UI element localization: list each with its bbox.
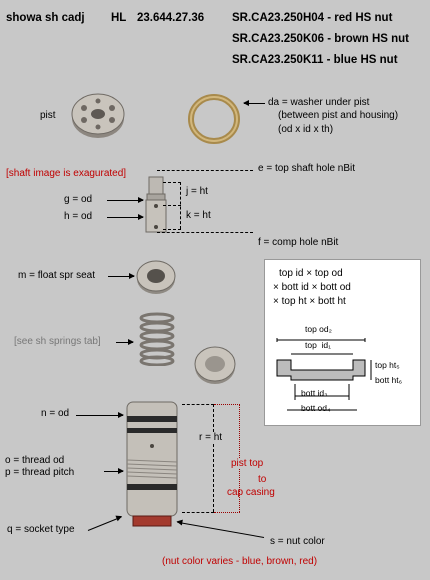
spring-arrow	[116, 339, 134, 345]
k-bottom-tick	[163, 229, 181, 230]
da-arrow	[243, 100, 265, 106]
hl-label: HL	[111, 12, 127, 24]
springs-note: [see sh springs tab]	[14, 336, 101, 347]
r-dim-line	[213, 404, 214, 512]
s-label: s = nut color	[270, 536, 325, 547]
s-arrow	[177, 521, 265, 538]
seat-dimension-inset: top id × top od × bott id × bott od × to…	[264, 259, 421, 426]
inset-line-2: × bott id × bott od	[273, 282, 351, 293]
o-label: o = thread od	[5, 455, 65, 466]
bott-ht-label: bott ht₆	[375, 375, 403, 385]
pist-top-label: pist top	[231, 458, 264, 469]
part-number-brown: SR.CA23.250K06 - brown HS nut	[232, 33, 410, 45]
hl-code: 23.644.27.36	[137, 12, 205, 24]
exaggerated-note: [shaft image is exagurated]	[6, 168, 127, 179]
r-label: r = ht	[199, 432, 223, 443]
p-label: p = thread pitch	[5, 467, 75, 478]
g-label: g = od	[64, 194, 93, 205]
part-number-blue: SR.CA23.250K11 - blue HS nut	[232, 54, 398, 66]
n-arrow	[76, 412, 124, 418]
title: showa sh cadj	[6, 12, 85, 24]
pist-top-bottom-tick	[214, 512, 240, 513]
washer-image	[188, 94, 240, 144]
nut-color-note: (nut color varies - blue, brown, red)	[162, 556, 318, 567]
da-label-2: (between pist and housing)	[278, 110, 399, 121]
f-label: f = comp hole nBit	[258, 237, 339, 248]
f-leader	[157, 232, 253, 233]
top-ht-label: top ht₅	[375, 360, 400, 370]
cap-casing-label: cap casing	[227, 487, 275, 498]
spring-image	[139, 312, 175, 366]
m-arrow	[108, 273, 135, 279]
housing-image	[126, 401, 178, 527]
n-label: n = od	[41, 408, 70, 419]
to-label: to	[258, 474, 267, 485]
da-label-3: (od x id x th)	[278, 124, 334, 135]
r-bottom-tick	[182, 512, 214, 513]
j-label: j = ht	[186, 186, 208, 197]
g-arrow	[107, 197, 144, 203]
seat-second-view-image	[194, 346, 236, 384]
inset-line-3: × top ht × bott ht	[273, 296, 346, 307]
j-top-tick	[163, 182, 181, 183]
float-seat-image	[136, 260, 176, 294]
inset-line-1: top id × top od	[279, 268, 343, 279]
q-label: q = socket type	[7, 524, 75, 535]
piston-image	[71, 93, 125, 138]
pist-label: pist	[40, 110, 56, 121]
q-arrow	[87, 516, 122, 531]
part-number-red: SR.CA23.250H04 - red HS nut	[232, 12, 393, 24]
op-arrow	[104, 468, 124, 474]
h-label: h = od	[64, 211, 93, 222]
top-id-label: top id₁	[305, 340, 332, 350]
seat-cross-section	[276, 338, 372, 411]
top-od-label: top od₂	[305, 324, 332, 334]
k-label: k = ht	[186, 210, 211, 221]
r-top-tick	[182, 404, 214, 405]
jk-mid-tick	[163, 205, 181, 206]
bott-od-label: bott od₄	[301, 403, 331, 413]
da-label: da = washer under pist	[268, 97, 370, 108]
e-leader	[157, 170, 253, 171]
m-label: m = float spr seat	[18, 270, 95, 281]
h-arrow	[107, 214, 144, 220]
pist-top-top-tick	[214, 404, 240, 405]
bott-id-label: bott id₃	[301, 388, 328, 398]
shaft-image	[145, 176, 167, 233]
e-label: e = top shaft hole nBit	[258, 163, 356, 174]
